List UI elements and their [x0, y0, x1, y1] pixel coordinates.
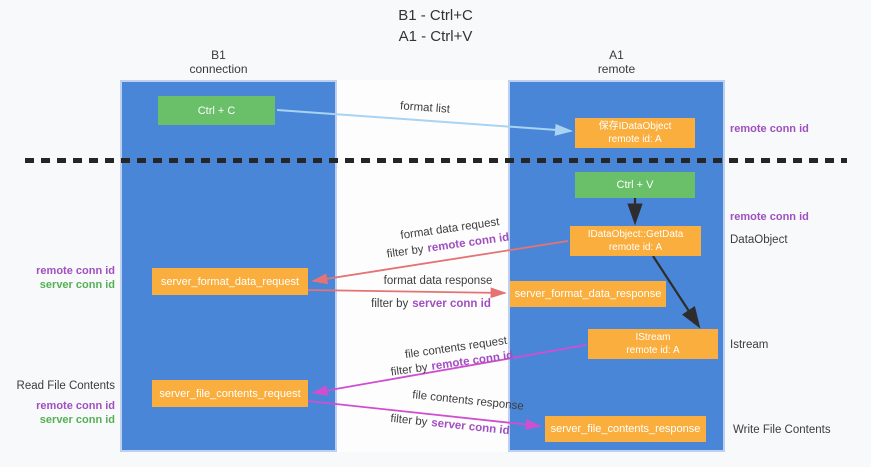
remote-conn-id-note-left-1: remote conn id — [36, 265, 115, 277]
ctrl-v-label: Ctrl + V — [616, 179, 654, 191]
lane-header-b1: B1 connection — [110, 48, 327, 76]
read-file-contents-note: Read File Contents — [16, 380, 115, 392]
format-list-arrow — [276, 109, 573, 136]
ctrl-c-node: Ctrl + C — [158, 96, 275, 125]
save-idataobject-node: 保存IDataObject remote id: A — [575, 118, 695, 148]
lane-header-a1: A1 remote — [508, 48, 725, 76]
lane-a1-role: remote — [597, 62, 636, 76]
remote-conn-id-note-mid: remote conn id — [730, 211, 809, 223]
istream-line2: remote id: A — [626, 345, 680, 356]
ctrl-c-label: Ctrl + C — [197, 104, 236, 117]
diagram-title: B1 - Ctrl+C A1 - Ctrl+V — [0, 5, 871, 47]
server-format-data-request-label: server_format_data_request — [160, 275, 300, 288]
lane-b1-name: B1 — [211, 48, 226, 62]
server-conn-id-note-left-1: server conn id — [39, 279, 115, 291]
file-contents-response-arrow — [307, 400, 542, 430]
format-data-response-label: format data response — [383, 275, 493, 287]
server-file-contents-response-node: server_file_contents_response — [545, 416, 706, 442]
title-line-2: A1 - Ctrl+V — [398, 28, 473, 45]
server-file-contents-request-label: server_file_contents_request — [159, 387, 301, 400]
write-file-contents-note: Write File Contents — [733, 424, 831, 436]
server-conn-id-note-left-2: server conn id — [39, 414, 115, 426]
lane-b1-role: connection — [189, 62, 248, 76]
server-format-data-response-node: server_format_data_response — [510, 281, 666, 307]
server-format-data-request-node: server_format_data_request — [152, 268, 308, 295]
server-conn-id-key: server conn id — [412, 298, 491, 310]
getdata-to-istream-arrow — [652, 255, 701, 329]
file-contents-request-arrow — [311, 344, 587, 396]
save-idataobject-line2: remote id: A — [608, 134, 662, 145]
dataobject-note: DataObject — [730, 234, 788, 246]
remote-conn-id-note-left-2: remote conn id — [36, 400, 115, 412]
server-format-data-response-label: server_format_data_response — [514, 288, 662, 300]
save-idataobject-line1: 保存IDataObject — [598, 121, 672, 132]
ctrl-v-node: Ctrl + V — [575, 172, 695, 198]
lane-gap-panel — [337, 80, 508, 452]
format-data-request-arrow — [311, 240, 569, 285]
getdata-line1: IDataObject::GetData — [587, 229, 684, 240]
istream-node: IStream remote id: A — [588, 329, 718, 359]
istream-line1: IStream — [635, 332, 671, 343]
clipboard-sync-divider — [25, 158, 847, 163]
filter-by-prefix: filter by — [371, 298, 409, 310]
server-file-contents-request-node: server_file_contents_request — [152, 380, 308, 407]
format-data-response-arrow — [307, 287, 507, 299]
title-line-1: B1 - Ctrl+C — [398, 7, 473, 24]
lane-a1-name: A1 — [609, 48, 624, 62]
istream-note: Istream — [730, 339, 769, 351]
getdata-line2: remote id: A — [608, 242, 663, 253]
remote-conn-id-note-top: remote conn id — [730, 123, 809, 135]
getdata-node: IDataObject::GetData remote id: A — [570, 226, 701, 256]
server-file-contents-response-label: server_file_contents_response — [550, 423, 701, 435]
